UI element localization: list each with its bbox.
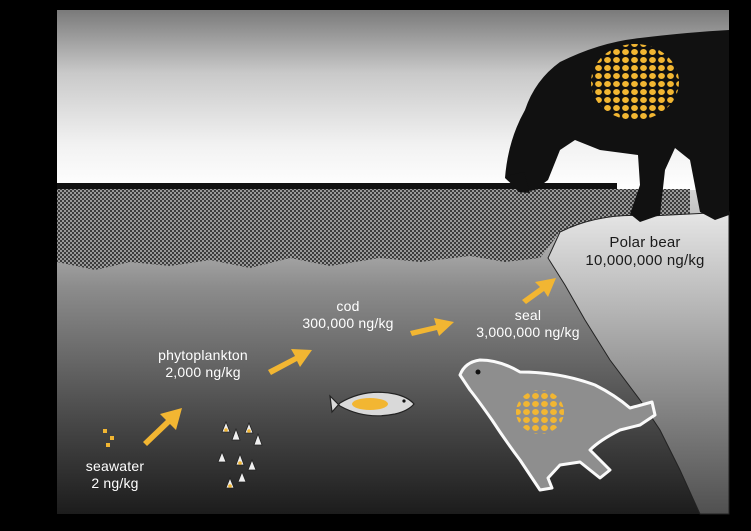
label-cod: cod 300,000 ng/kg <box>278 298 418 332</box>
level-name: Polar bear <box>565 234 725 252</box>
level-value: 2 ng/kg <box>70 475 160 492</box>
label-phytoplankton: phytoplankton 2,000 ng/kg <box>138 347 268 381</box>
level-name: seawater <box>70 458 160 475</box>
label-seal: seal 3,000,000 ng/kg <box>448 307 608 341</box>
level-value: 3,000,000 ng/kg <box>448 324 608 341</box>
label-seawater: seawater 2 ng/kg <box>70 458 160 492</box>
level-name: phytoplankton <box>138 347 268 364</box>
level-name: seal <box>448 307 608 324</box>
level-value: 2,000 ng/kg <box>138 364 268 381</box>
level-name: cod <box>278 298 418 315</box>
level-value: 300,000 ng/kg <box>278 315 418 332</box>
level-value: 10,000,000 ng/kg <box>565 252 725 270</box>
label-polar-bear: Polar bear 10,000,000 ng/kg <box>565 234 725 270</box>
